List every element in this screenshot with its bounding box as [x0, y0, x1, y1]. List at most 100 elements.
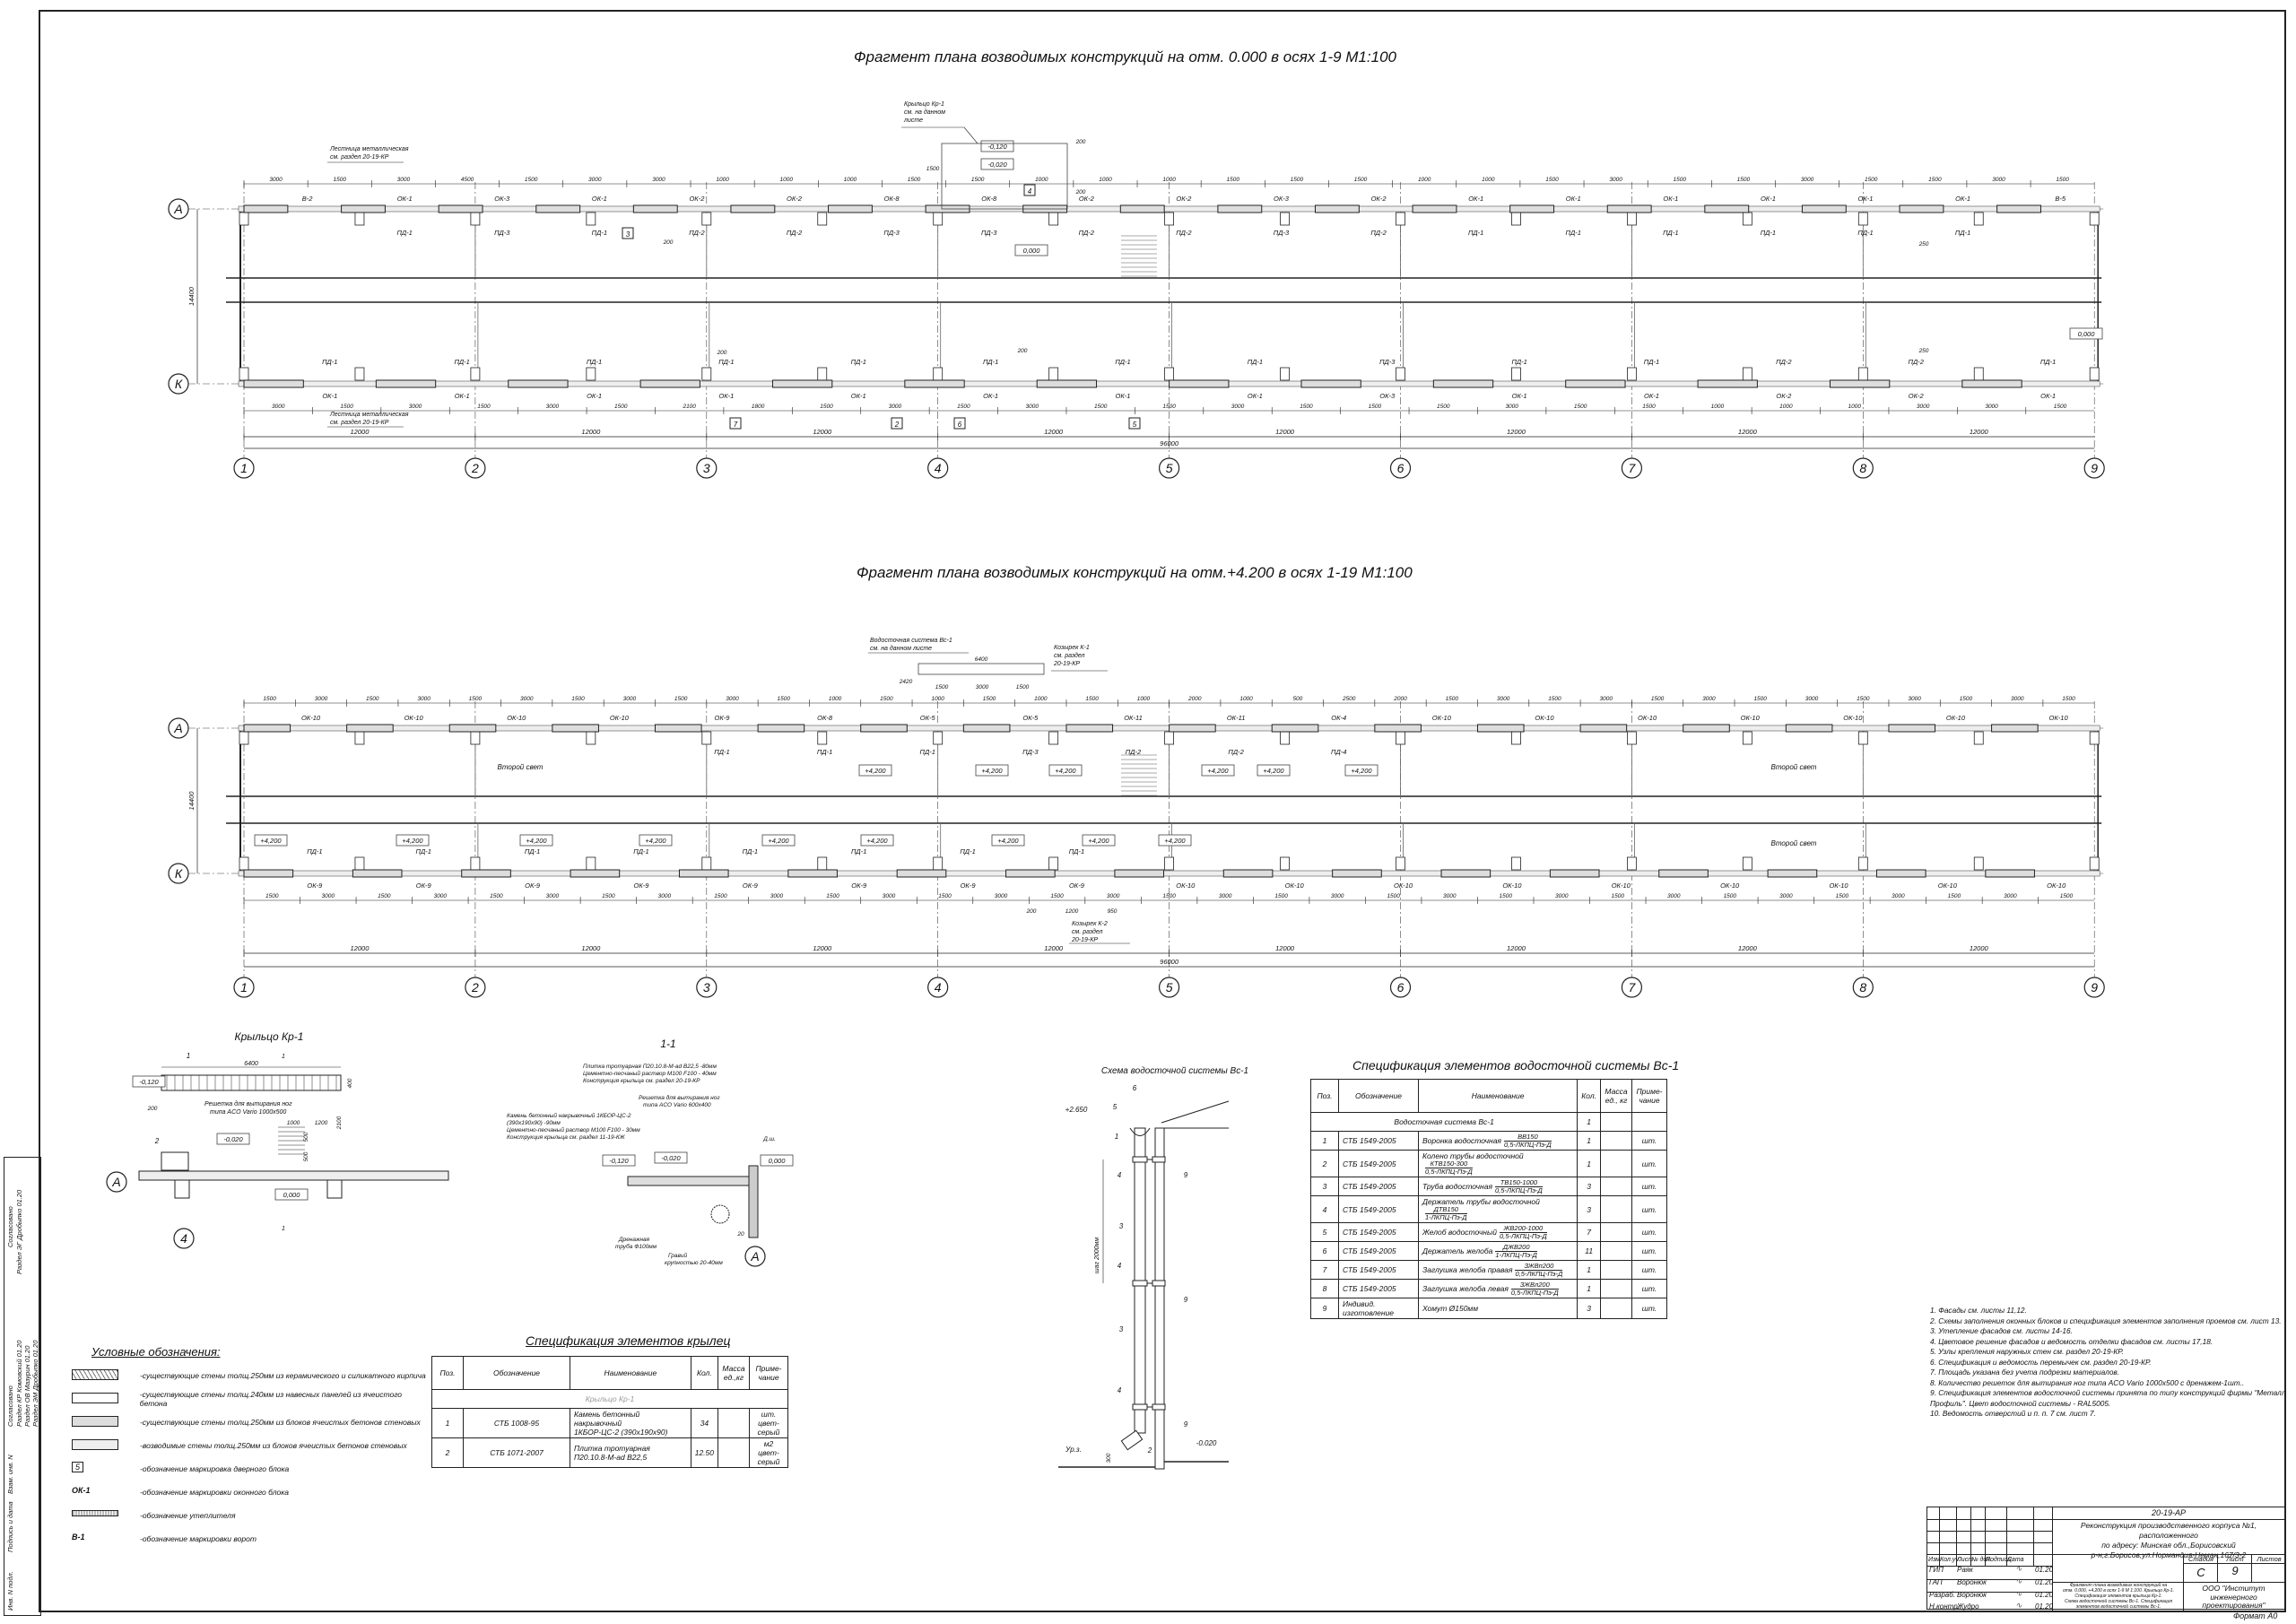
- column: [1396, 367, 1405, 381]
- stage-value: С: [2196, 1566, 2205, 1579]
- staff-name: Раяк: [1957, 1566, 1973, 1574]
- opening-label: ПД-1: [1248, 358, 1263, 366]
- opening-label: ПД-1: [718, 358, 734, 366]
- small-dim: 250: [1918, 348, 1929, 354]
- legend-symbol: 5: [72, 1462, 135, 1475]
- pos-cell: 8: [1310, 1279, 1339, 1298]
- agreed-label: Согласовано: [6, 1385, 14, 1427]
- dim-label: 1500: [1437, 404, 1450, 410]
- axis-bubble-2: [465, 977, 486, 998]
- axis-bubble-9: [2083, 457, 2105, 479]
- col-header: Дата: [2007, 1557, 2024, 1563]
- dim-label: 1500: [477, 404, 491, 410]
- column: [701, 367, 712, 381]
- column: [354, 212, 365, 226]
- canopy-dim: 200: [1026, 908, 1037, 915]
- code-cell: Индивид. изготовление: [1338, 1298, 1419, 1319]
- legend-symbol: [72, 1439, 135, 1452]
- dim-label: 20: [736, 1231, 744, 1238]
- column: [1857, 856, 1868, 871]
- level-box: [1158, 834, 1192, 847]
- mass-cell: [1600, 1298, 1632, 1319]
- column: [1164, 856, 1174, 871]
- axis-bubble-А: [168, 198, 189, 220]
- pipe-holder: [1132, 1280, 1148, 1287]
- opening-label: ОК-10: [1394, 881, 1413, 890]
- legend-symbol: [72, 1393, 135, 1405]
- wall-pier: [730, 204, 776, 213]
- column: [1742, 856, 1752, 871]
- dim-label: 1000: [1137, 696, 1151, 702]
- clamp: [1152, 1403, 1166, 1411]
- opening-label: ОК-10: [1720, 881, 1740, 890]
- opening-label: ПД-1: [817, 748, 832, 756]
- position-mark: 9: [1184, 1420, 1188, 1429]
- opening-label: ОК-9: [416, 881, 432, 890]
- column: [1511, 731, 1521, 745]
- mass-cell: [1600, 1241, 1632, 1261]
- dim-label: 1000: [1711, 404, 1725, 410]
- staff-date: 01.20: [2035, 1591, 2054, 1599]
- bay-dim-label: 12000: [1738, 428, 1758, 436]
- level-text: +4,200: [1055, 767, 1076, 775]
- qty-cell: 34: [690, 1408, 719, 1438]
- column: [701, 856, 712, 871]
- drain-pipe-note: Дренажная: [618, 1237, 650, 1243]
- opening-label: ОК-9: [715, 714, 731, 722]
- level-mark: +4,200: [519, 834, 553, 847]
- pos-cell: 9: [1310, 1298, 1339, 1319]
- level-text: 0,000: [1023, 247, 1041, 255]
- wall-pier: [1829, 379, 1891, 388]
- opening-label: ПД-2: [1126, 748, 1142, 756]
- axis-bubble-1-label: 1: [240, 980, 248, 994]
- wall-pier: [904, 379, 965, 388]
- wall-pier: [1875, 869, 1926, 878]
- layer-note: Конструкция крыльца см. раздел 20-19-КР: [583, 1077, 700, 1084]
- column: [1396, 731, 1405, 745]
- axis-bubble-3: [696, 977, 718, 998]
- level-mark: 0,000: [274, 1188, 309, 1201]
- wall-pier: [570, 869, 621, 878]
- general-notes: 1. Фасады см. листы 11,12.2. Схемы запол…: [1930, 1306, 2289, 1420]
- empty-cell: [1631, 1112, 1667, 1132]
- opening-label: ОК-10: [2047, 881, 2066, 890]
- column: [239, 856, 249, 871]
- wall-pier: [1899, 204, 1944, 213]
- opening-label: ОК-10: [1741, 714, 1761, 722]
- dim-label: 3000: [1985, 404, 1998, 410]
- wall-pier: [1991, 724, 2039, 733]
- axis-bubble-7: [1621, 457, 1643, 479]
- opening-label: ПД-1: [851, 847, 866, 855]
- grid-line: [1927, 1579, 2053, 1580]
- porch-outline: [941, 143, 1068, 210]
- legend-item: 5-обозначение маркировка дверного блока: [72, 1457, 430, 1481]
- bay-dim-label: 12000: [1738, 944, 1758, 952]
- dim-label: 1500: [2062, 696, 2075, 702]
- layer-note: Конструкция крыльца см. раздел 11-19-КЖ: [507, 1133, 626, 1141]
- opening-label: ОК-10: [1502, 881, 1522, 890]
- level-box: [216, 1133, 250, 1145]
- level-mark: -0.020: [1196, 1439, 1217, 1447]
- opening-label: ПД-1: [714, 748, 729, 756]
- dim-label: 3000: [1505, 404, 1518, 410]
- door-mark: 2: [894, 421, 900, 429]
- level-text: -0,120: [987, 143, 1007, 151]
- dim-label: 1500: [714, 893, 727, 899]
- dim-label: 1000: [716, 177, 729, 183]
- level-text: 0,000: [769, 1157, 787, 1165]
- mass-cell: [718, 1437, 750, 1468]
- col-header: Наименование: [570, 1356, 691, 1390]
- grid-line: [1927, 1542, 2053, 1543]
- dim-label: 1500: [602, 893, 615, 899]
- position-mark: 9: [1184, 1296, 1188, 1304]
- dim-label: 1500: [1499, 893, 1512, 899]
- dim-label: 1000: [1779, 404, 1793, 410]
- level-text: +4,200: [865, 767, 886, 775]
- wall-pier: [1119, 204, 1165, 213]
- dim-label: 3000: [2011, 696, 2024, 702]
